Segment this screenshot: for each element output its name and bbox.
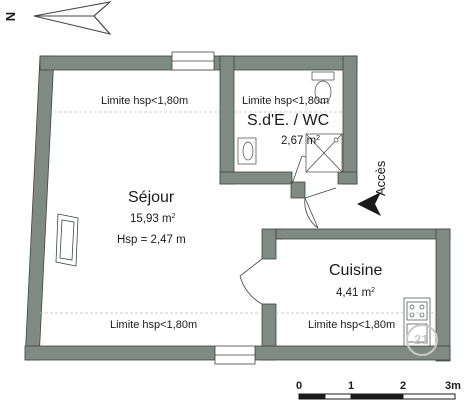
sanitary-fixtures: [237, 71, 343, 173]
door-cuisine-leaf: [239, 258, 263, 277]
room-area-sde: 2,67 m2: [281, 135, 321, 148]
limit-label-cuisine-bottom: Limite hsp<1,80m: [308, 319, 396, 331]
door-entrance-leaf: [304, 187, 337, 199]
room-area-cuisine: 4,41 m2: [336, 287, 376, 300]
room-area-sde-value: 2,67 m: [281, 135, 317, 147]
room-name-cuisine: Cuisine: [329, 262, 383, 279]
room-area-sde-sup: 2: [316, 135, 321, 142]
scale-seg-1: [298, 393, 326, 400]
wall-bottom-left: [24, 345, 216, 361]
scale-tick-2: 2: [400, 380, 407, 392]
wall-cuisine-right: [435, 228, 451, 362]
watermark-c21-icon: [406, 324, 438, 356]
room-name-sejour: Séjour: [128, 189, 175, 206]
walls: [24, 55, 451, 362]
room-area-sejour: 15,93 m2: [130, 213, 176, 226]
room-area-sejour-value: 15,93 m: [130, 213, 172, 225]
room-area-sejour-sup: 2: [171, 213, 176, 220]
wall-sejour-left: [24, 55, 55, 361]
room-area-cuisine-value: 4,41 m: [336, 287, 372, 299]
scale-bar: [298, 393, 456, 400]
scale-seg-2: [324, 393, 352, 400]
limit-label-sejour-bottom: Limite hsp<1,80m: [110, 319, 198, 331]
wc-tank: [311, 71, 335, 81]
room-height-sejour: Hsp = 2,47 m: [117, 234, 186, 246]
scale-tick-3: 3m: [445, 380, 461, 392]
limit-label-sde-top: Limite hsp<1,80m: [242, 95, 330, 107]
scale-tick-1: 1: [348, 380, 355, 392]
north-label: N: [3, 11, 19, 22]
windows: [55, 51, 256, 365]
north-arrow-icon: [33, 1, 112, 35]
wc-bowl: [314, 80, 332, 104]
height-limit-lines: [40, 111, 436, 314]
wall-sde-right: [342, 55, 358, 185]
window-left: [55, 213, 79, 267]
wall-sde-bottom-right: [337, 171, 358, 185]
door-sde-leaf: [291, 155, 303, 185]
room-name-sde: S.d'E. / WC: [247, 112, 330, 129]
wall-sde-left: [219, 55, 235, 185]
scale-seg-3: [350, 393, 404, 400]
scale-tick-0: 0: [296, 380, 303, 392]
wall-cuisine-top: [275, 228, 451, 240]
watermark-text: 21: [414, 332, 429, 347]
wall-sde-bottom-left: [219, 171, 293, 185]
wall-bottom-mid: [254, 345, 451, 361]
scale-seg-4: [402, 393, 456, 400]
wall-cuisine-left-upper: [261, 228, 277, 260]
access-label: Accès: [373, 160, 388, 196]
room-area-cuisine-sup: 2: [371, 287, 376, 294]
entrance-arrow-icon: [357, 192, 381, 216]
wall-sejour-right-upper: [290, 181, 306, 199]
wall-sde-top: [219, 55, 358, 71]
limit-label-sejour-top: Limite hsp<1,80m: [101, 95, 189, 107]
